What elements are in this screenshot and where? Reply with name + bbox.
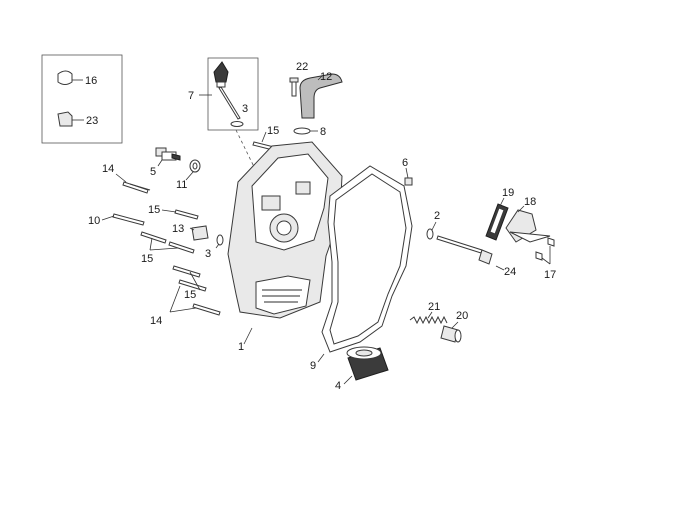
dipstick-box bbox=[207, 57, 259, 131]
callout-c19: 19 bbox=[502, 187, 514, 199]
part-2-oring bbox=[426, 221, 437, 240]
callout-c8: 8 bbox=[320, 126, 326, 138]
part-1-crankcase-cover bbox=[227, 141, 343, 345]
part-24-shaft bbox=[436, 235, 505, 271]
part-11-washer bbox=[185, 159, 201, 181]
callout-c5: 5 bbox=[150, 166, 156, 178]
callout-c14b: 14 bbox=[150, 315, 162, 327]
callout-c1: 1 bbox=[238, 341, 244, 353]
bolts-14-upper bbox=[115, 173, 151, 194]
part-5-sensor bbox=[155, 147, 181, 167]
callout-c18: 18 bbox=[524, 196, 536, 208]
callout-c17: 17 bbox=[544, 269, 556, 281]
callout-c24: 24 bbox=[504, 266, 516, 278]
part-20-cap bbox=[440, 321, 462, 343]
callout-c15c: 15 bbox=[141, 253, 153, 265]
callout-c9: 9 bbox=[310, 360, 316, 372]
callout-c15d: 15 bbox=[184, 289, 196, 301]
callout-c12: 12 bbox=[320, 71, 332, 83]
callout-c16: 16 bbox=[85, 75, 97, 87]
part-16-clip bbox=[57, 70, 83, 85]
part-15-bolt-mid bbox=[161, 209, 199, 220]
part-9-gasket bbox=[321, 165, 413, 353]
part-12-hose bbox=[299, 73, 343, 119]
callout-c21: 21 bbox=[428, 301, 440, 313]
part-3-oring-lower bbox=[215, 234, 224, 249]
bolts-15-left bbox=[140, 231, 195, 254]
part-22-screw bbox=[289, 77, 299, 97]
gasket-leader bbox=[317, 353, 325, 363]
callout-c6: 6 bbox=[402, 157, 408, 169]
callout-c15b: 15 bbox=[148, 204, 160, 216]
callout-c13: 13 bbox=[172, 223, 184, 235]
callout-c3a: 3 bbox=[242, 103, 248, 115]
callout-c15a: 15 bbox=[267, 125, 279, 137]
part-7-dipstick bbox=[199, 61, 244, 127]
callout-c14a: 14 bbox=[102, 163, 114, 175]
part-8-oring bbox=[293, 127, 318, 135]
callout-c23: 23 bbox=[86, 115, 98, 127]
part-13-plug bbox=[189, 225, 209, 241]
callout-labels: 1233456789101112131414151515151617181920… bbox=[85, 61, 556, 392]
callout-c11: 11 bbox=[176, 179, 187, 191]
callout-c10: 10 bbox=[88, 215, 100, 227]
part-23-clip bbox=[57, 111, 84, 127]
part-4-oil-filter bbox=[343, 346, 389, 385]
part-10-bolt bbox=[101, 213, 145, 226]
callout-c3b: 3 bbox=[205, 248, 211, 260]
callout-c7: 7 bbox=[188, 90, 194, 102]
legend-box bbox=[41, 54, 123, 144]
part-17-screws bbox=[535, 237, 555, 265]
callout-c20: 20 bbox=[456, 310, 468, 322]
callout-c2: 2 bbox=[434, 210, 440, 222]
part-21-spring bbox=[409, 311, 448, 325]
part-6-plug bbox=[404, 167, 413, 186]
dipstick-guide-line bbox=[235, 129, 259, 176]
part-3-oring-top bbox=[230, 121, 244, 127]
part-18-cover bbox=[505, 205, 551, 243]
callout-c22: 22 bbox=[296, 61, 308, 73]
part-19-bracket bbox=[485, 197, 509, 241]
callout-c4: 4 bbox=[335, 380, 341, 392]
bolts-14-15-lower bbox=[169, 265, 221, 316]
